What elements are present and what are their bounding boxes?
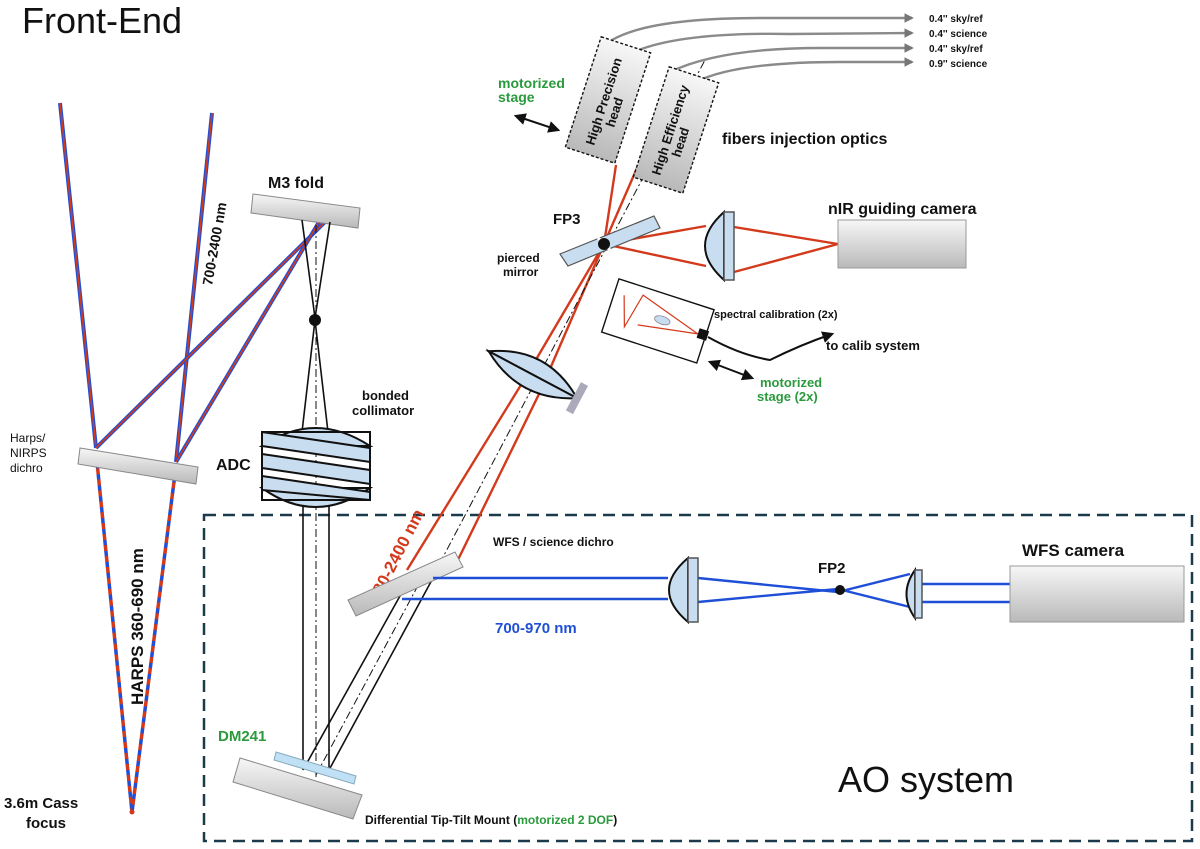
m3-fold-label: M3 fold — [268, 175, 324, 192]
front-end-title: Front-End — [22, 0, 182, 41]
harps-dichro-label-2: NIRPS — [10, 446, 47, 460]
adc-label: ADC — [216, 457, 251, 474]
fiber-stage-arrow — [513, 113, 561, 133]
band-700-970-label: 700-970 nm — [495, 620, 577, 637]
high-precision-head — [564, 35, 652, 165]
science-beam-red — [405, 164, 839, 571]
fp3-point — [598, 238, 610, 250]
bonded-collimator-label-2: collimator — [352, 403, 414, 418]
calib-stage-label-1: motorized — [760, 375, 822, 390]
harps-band-label: HARPS 360-690 nm — [128, 548, 147, 705]
calib-fiber — [707, 331, 835, 362]
spectral-calibration-label: spectral calibration (2x) — [714, 309, 838, 321]
cass-focus-label-2: focus — [26, 815, 66, 832]
wfs-dichro-label: WFS / science dichro — [493, 535, 614, 549]
cass-focus-label-1: 3.6m Cass — [4, 795, 78, 812]
ao-system-box — [202, 513, 1194, 843]
fiber-label-3: 0.4'' sky/ref — [929, 44, 983, 55]
spectral-calibration-unit — [600, 277, 715, 364]
to-calib-label: to calib system — [826, 338, 920, 353]
fp2-label: FP2 — [818, 560, 846, 577]
high-efficiency-head — [632, 65, 720, 195]
adc-assembly — [258, 427, 374, 508]
fp3-label: FP3 — [553, 211, 581, 228]
wfs-lens-2 — [905, 566, 923, 622]
nir-camera-label: nIR guiding camera — [828, 201, 977, 218]
motorized-stage-label-2: stage — [498, 89, 535, 105]
band-700-2400-label: 700-2400 nm — [199, 201, 229, 287]
motorized-stage-label-1: motorized — [498, 75, 565, 91]
fiber-label-4: 0.9'' science — [929, 59, 988, 70]
fiber-label-2: 0.4'' science — [929, 29, 988, 40]
m3-fold-mirror — [250, 193, 361, 229]
wfs-beam-blue — [402, 572, 1010, 609]
wfs-camera-label: WFS camera — [1022, 541, 1125, 560]
nir-camera-box — [837, 219, 967, 269]
science-lens — [485, 348, 589, 415]
calib-stage-arrow — [707, 359, 755, 381]
ao-system-title: AO system — [838, 759, 1014, 800]
fiber-label-1: 0.4'' sky/ref — [929, 14, 983, 25]
harps-dichro-label-3: dichro — [10, 461, 43, 475]
fiber-cables — [611, 13, 914, 84]
pierced-mirror-label-1: pierced — [497, 251, 540, 265]
bonded-collimator-label-1: bonded — [362, 388, 409, 403]
collimated-beam — [301, 219, 434, 780]
wfs-camera-box — [1009, 565, 1185, 623]
tip-tilt-mount-label: Differential Tip-Tilt Mount (motorized 2… — [365, 813, 617, 827]
fp2-point — [835, 585, 845, 595]
focal-point — [309, 314, 321, 326]
wfs-lens-1 — [668, 555, 699, 625]
dm241-mirror — [273, 751, 357, 785]
harps-beam — [58, 102, 327, 815]
dm241-mount — [232, 757, 363, 820]
harps-dichro-plate — [77, 447, 199, 485]
fibers-injection-label: fibers injection optics — [722, 131, 887, 148]
wfs-science-dichro — [347, 551, 464, 617]
dm241-label: DM241 — [218, 728, 266, 745]
harps-dichro-label-1: Harps/ — [10, 431, 46, 445]
pierced-mirror — [559, 215, 661, 267]
calib-stage-label-2: stage (2x) — [757, 389, 818, 404]
pierced-mirror-label-2: mirror — [503, 265, 539, 279]
nir-lens — [704, 209, 735, 283]
